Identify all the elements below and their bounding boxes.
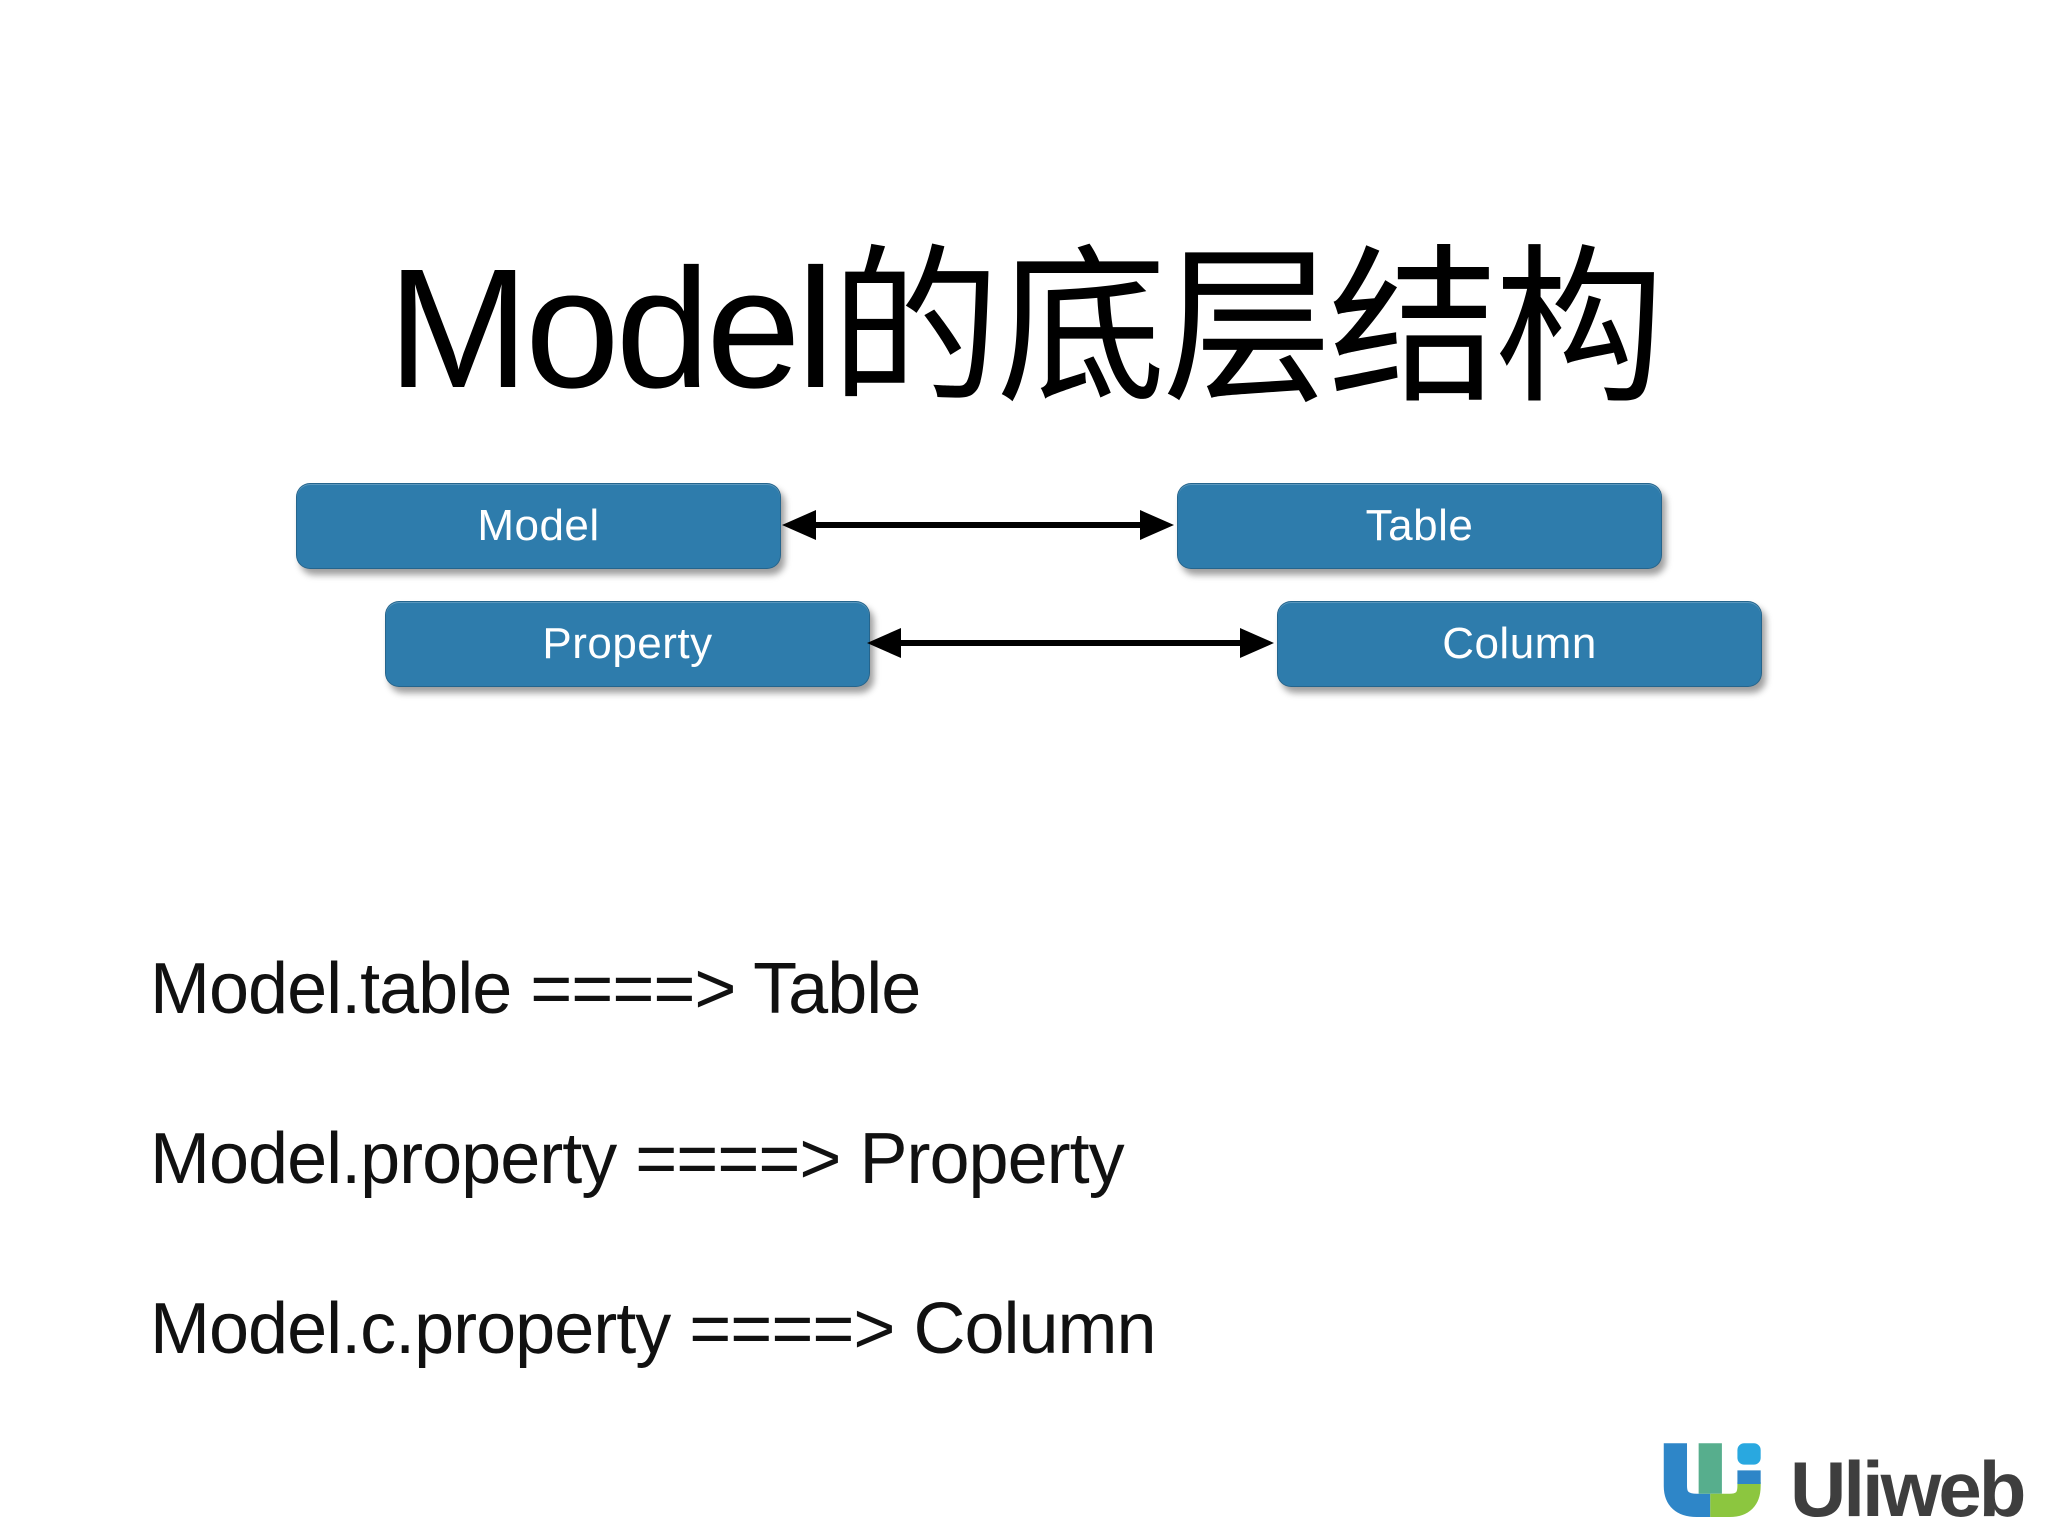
- arrow-model-table-icon: [782, 510, 1174, 540]
- diagram-box-property-label: Property: [542, 619, 713, 668]
- mapping-line-table: Model.table ====> Table: [150, 949, 921, 1029]
- mapping-line-property: Model.property ====> Property: [150, 1119, 1125, 1199]
- uliweb-logo-text: Uliweb: [1790, 1445, 2026, 1533]
- mapping-line-column: Model.c.property ====> Column: [150, 1289, 1157, 1369]
- uliweb-logo: Uliweb: [1656, 1436, 2026, 1533]
- arrow-property-column-icon: [867, 628, 1274, 658]
- diagram-box-model: Model: [296, 483, 781, 569]
- diagram-box-table: Table: [1177, 483, 1662, 569]
- diagram-box-property: Property: [385, 601, 870, 687]
- page-title: Model的底层结构: [387, 233, 1664, 424]
- diagram-box-table-label: Table: [1365, 501, 1474, 550]
- diagram-box-model-label: Model: [477, 501, 600, 550]
- diagram-box-column: Column: [1277, 601, 1762, 687]
- diagram-box-column-label: Column: [1442, 619, 1597, 668]
- uliweb-logo-icon: [1663, 1443, 1761, 1517]
